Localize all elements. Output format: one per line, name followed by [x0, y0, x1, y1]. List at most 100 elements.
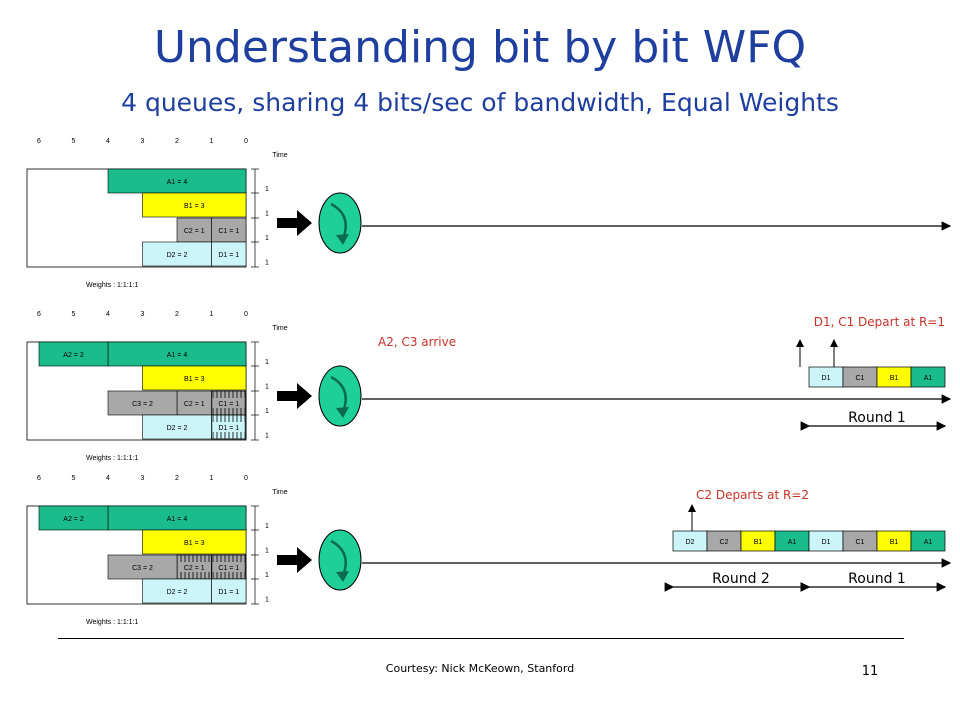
packet-label-bg	[57, 349, 90, 359]
footer-rule	[58, 638, 904, 639]
packet-label-bg	[178, 398, 211, 408]
output-packet-label: C1	[856, 375, 865, 382]
output-packet-label: D2	[686, 539, 695, 546]
output-packet	[910, 366, 946, 388]
axis-tick-label: 6	[37, 475, 41, 482]
round-label: Round 2	[712, 571, 770, 587]
axis-tick-label: 1	[210, 138, 214, 145]
input-arrow	[277, 547, 312, 573]
footer-courtesy: Courtesy: Nick McKeown, Stanford	[385, 662, 575, 675]
time-label: Time	[272, 325, 287, 332]
packet-label: C1 = 1	[218, 401, 239, 408]
axis-tick-label: 3	[141, 311, 145, 318]
packet-label: C3 = 2	[132, 401, 153, 408]
axis-tick-label: 2	[175, 138, 179, 145]
packet-label-bg	[126, 398, 159, 408]
output-packet-label: D1	[822, 375, 831, 382]
packet-label-bg	[161, 422, 193, 432]
packet-label: C3 = 2	[132, 565, 153, 572]
axis-tick-label: 1	[210, 475, 214, 482]
axis-tick-label: 6	[37, 311, 41, 318]
axis-tick-label: 1	[210, 311, 214, 318]
packet-label-bg	[212, 586, 245, 596]
packet-label: C1 = 1	[218, 228, 239, 235]
axis-tick-label: 6	[37, 138, 41, 145]
packet-label: D1 = 1	[218, 589, 239, 596]
time-label: Time	[272, 489, 287, 496]
packet-label-bg	[178, 200, 211, 210]
weights-label: Weights : 1:1:1:1	[86, 455, 139, 462]
packet-label: C2 = 1	[184, 401, 205, 408]
packet-label: C2 = 1	[184, 228, 205, 235]
packet-label: C2 = 1	[184, 565, 205, 572]
packet-label-bg	[178, 225, 211, 235]
input-arrow	[277, 383, 312, 409]
packet-label-bg	[178, 373, 211, 383]
scheduler-circle	[318, 192, 362, 254]
axis-tick-label: 4	[106, 138, 110, 145]
packet-label-bg	[161, 586, 193, 596]
axis-tick-label: 5	[72, 475, 76, 482]
scheduler-circle	[318, 529, 362, 591]
packet-label: C1 = 1	[218, 565, 239, 572]
scheduler-arrow-head	[336, 571, 349, 582]
packet-label-bg	[57, 513, 90, 523]
slide-title: Understanding bit by bit WFQ	[153, 22, 807, 73]
axis-tick-label: 4	[106, 311, 110, 318]
packet-label: A1 = 4	[167, 516, 188, 523]
axis-tick-label: 3	[141, 475, 145, 482]
packet-label: B1 = 3	[184, 376, 205, 383]
packet-label-bg	[161, 176, 193, 186]
page-number: 11	[861, 664, 879, 679]
round-tick-label: 1	[265, 548, 269, 555]
round-tick-label: 1	[265, 211, 269, 218]
packet-label-bg	[212, 422, 245, 432]
packet-label-bg	[212, 225, 245, 235]
packet-label: A2 = 2	[63, 352, 84, 359]
round-tick-label: 1	[265, 235, 269, 242]
packet-label-bg	[212, 249, 245, 259]
round-tick-label: 1	[265, 359, 269, 366]
output-packet	[910, 530, 946, 552]
round-tick-label: 1	[265, 186, 269, 193]
packet-label-bg	[178, 562, 211, 572]
packet-label: A2 = 2	[63, 516, 84, 523]
axis-tick-label: 0	[244, 311, 248, 318]
annotation-text: A2, C3 arrive	[378, 335, 456, 349]
time-label: Time	[272, 152, 287, 159]
axis-tick-label: 2	[175, 311, 179, 318]
packet-label-bg	[212, 562, 245, 572]
output-packet-label: B1	[890, 375, 899, 382]
axis-tick-label: 5	[72, 311, 76, 318]
output-packet-label: B1	[890, 539, 899, 546]
axis-tick-label: 5	[72, 138, 76, 145]
output-packet-label: C2	[720, 539, 729, 546]
packet-label: D1 = 1	[218, 425, 239, 432]
round-tick-label: 1	[265, 260, 269, 267]
round-tick-label: 1	[265, 572, 269, 579]
axis-tick-label: 0	[244, 475, 248, 482]
output-packet-label: A1	[924, 539, 933, 546]
round-label: Round 1	[848, 571, 906, 587]
axis-tick-label: 4	[106, 475, 110, 482]
round-tick-label: 1	[265, 597, 269, 604]
packet-label-bg	[161, 249, 193, 259]
packet-label-bg	[161, 513, 193, 523]
packet-label-bg	[161, 349, 193, 359]
packet-label-bg	[212, 398, 245, 408]
annotation-text: C2 Departs at R=2	[696, 488, 809, 502]
round-tick-label: 1	[265, 433, 269, 440]
axis-tick-label: 3	[141, 138, 145, 145]
weights-label: Weights : 1:1:1:1	[86, 619, 139, 626]
packet-label: D2 = 2	[167, 589, 188, 596]
output-packet-label: D1	[822, 539, 831, 546]
round-label: Round 1	[848, 410, 906, 426]
packet-label: D2 = 2	[167, 425, 188, 432]
packet-label: D1 = 1	[218, 252, 239, 259]
weights-label: Weights : 1:1:1:1	[86, 282, 139, 289]
packet-label-bg	[126, 562, 159, 572]
